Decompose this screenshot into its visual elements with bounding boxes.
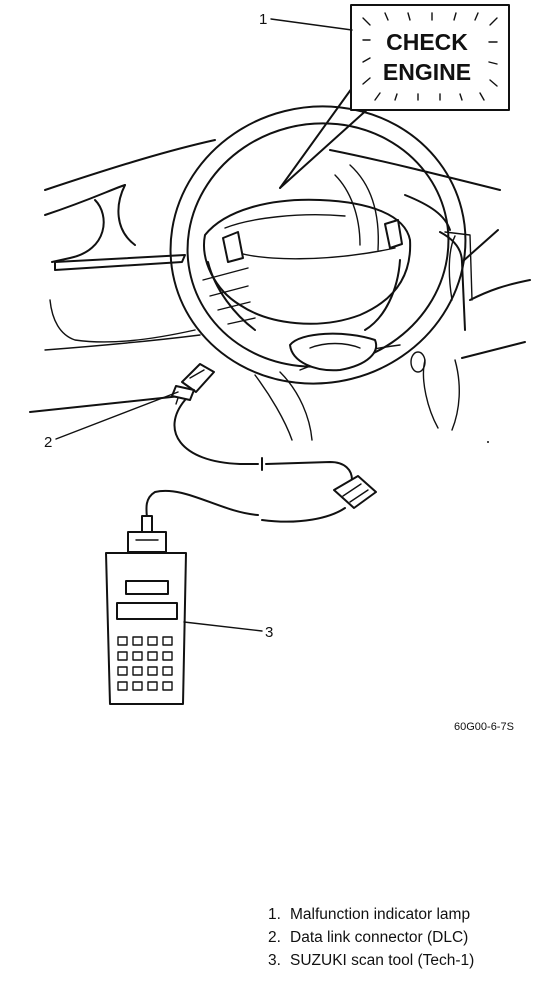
legend-text-2: Data link connector (DLC) (290, 929, 469, 946)
legend-number-2: 2. (268, 929, 281, 946)
lamp-text-line2: ENGINE (383, 59, 471, 85)
callout-number-1: 1 (259, 11, 267, 28)
legend-text-3: SUZUKI scan tool (Tech-1) (290, 952, 475, 969)
figure-code: 60G00-6-7S (454, 721, 514, 733)
dashboard-outline (29, 139, 531, 441)
lamp-glow-rays (362, 12, 498, 101)
parts-legend: 1. Malfunction indicator lamp 2. Data link… (268, 903, 474, 972)
callout-number-2: 2 (44, 434, 52, 451)
legend-text-1: Malfunction indicator lamp (290, 906, 471, 923)
callout-number-3: 3 (265, 624, 273, 641)
legend-item-3: 3. SUZUKI scan tool (Tech-1) (268, 949, 474, 972)
scan-tool-cable (141, 399, 377, 533)
legend-item-2: 2. Data link connector (DLC) (268, 926, 474, 949)
scan-tool-keypad (117, 636, 173, 691)
steering-wheel (169, 105, 467, 385)
callout-1: 1 (259, 11, 353, 31)
print-speck (487, 441, 489, 443)
data-link-connector (171, 363, 215, 405)
legend-item-1: 1. Malfunction indicator lamp (268, 903, 474, 926)
malfunction-indicator-lamp: CHECK ENGINE (279, 4, 510, 189)
lamp-text-line1: CHECK (386, 29, 468, 55)
scan-tool (105, 531, 187, 705)
callout-3: 3 (183, 621, 273, 641)
legend-number-1: 1. (268, 906, 281, 923)
legend-number-3: 3. (268, 952, 281, 969)
callout-2: 2 (44, 391, 179, 451)
